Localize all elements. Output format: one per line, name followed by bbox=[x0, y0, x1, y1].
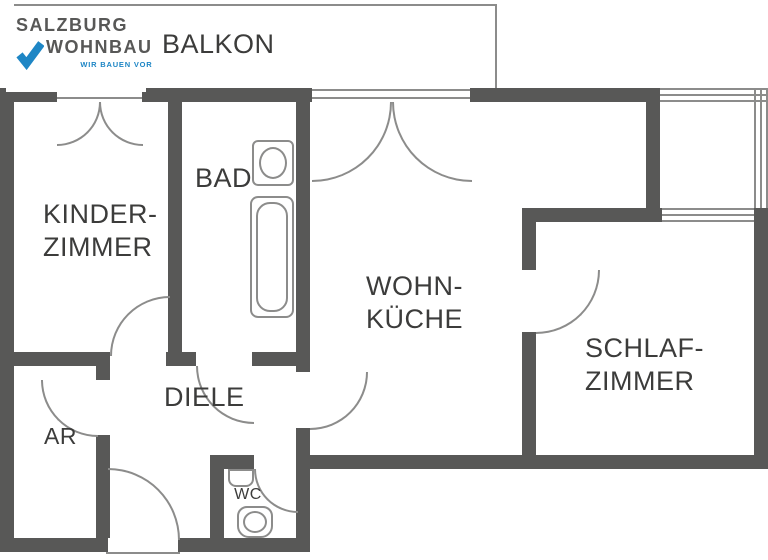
room-label-bad: BAD bbox=[195, 163, 253, 193]
wall-bottom-lower-left bbox=[0, 538, 108, 552]
window-schlafzimmer-line2 bbox=[662, 214, 754, 216]
logo-row: WOHNBAU WIR BAUEN VOR bbox=[16, 36, 152, 70]
room-label-schlafzimmer: SCHLAF- ZIMMER bbox=[585, 332, 704, 398]
room-label-kinderzimmer: KINDER- ZIMMER bbox=[43, 198, 158, 264]
wall-kueche-schlaf-lower bbox=[522, 332, 536, 455]
room-label-wc: WC bbox=[234, 486, 262, 503]
wall-bad-kueche bbox=[296, 102, 310, 372]
wall-bottom-main bbox=[296, 455, 768, 469]
window-loggia-top-line1 bbox=[660, 88, 768, 90]
room-label-schlafzimmer-line1: SCHLAF- bbox=[585, 333, 705, 363]
wall-loggia-divider bbox=[646, 88, 660, 222]
logo-col: WOHNBAU WIR BAUEN VOR bbox=[46, 36, 153, 69]
room-label-kinderzimmer-line1: KINDER- bbox=[43, 199, 158, 229]
wall-ar-right-upper bbox=[96, 366, 110, 380]
window-loggia-right-line2 bbox=[760, 90, 762, 208]
door-arc-wohnkueche bbox=[310, 372, 368, 430]
wall-kinder-bad bbox=[168, 102, 182, 352]
wc-sink bbox=[228, 469, 254, 487]
wall-top-right bbox=[470, 88, 660, 102]
window-loggia-right-line3 bbox=[766, 90, 768, 208]
room-label-abstellraum: AR bbox=[44, 423, 77, 449]
toilet-bowl bbox=[243, 511, 267, 533]
wall-hall-top-a bbox=[0, 352, 110, 366]
window-wohnkueche-line2 bbox=[312, 97, 470, 99]
window-loggia-top-line3 bbox=[660, 100, 768, 102]
wall-diele-kueche-lower bbox=[296, 428, 310, 552]
room-label-schlafzimmer-line2: ZIMMER bbox=[585, 366, 695, 396]
room-label-wohnkueche-line2: KÜCHE bbox=[366, 304, 464, 334]
room-label-diele: DIELE bbox=[164, 382, 245, 412]
window-loggia-top-line2 bbox=[660, 94, 768, 96]
logo-tagline: WIR BAUEN VOR bbox=[80, 60, 153, 69]
window-schlafzimmer-line1 bbox=[662, 208, 754, 210]
logo-text-line2: WOHNBAU bbox=[46, 37, 153, 57]
room-label-kinderzimmer-line2: ZIMMER bbox=[43, 232, 153, 262]
wall-hall-top-b bbox=[166, 352, 196, 366]
door-arc-entrance bbox=[108, 468, 180, 540]
window-wohnkueche-line1 bbox=[312, 89, 470, 91]
window-loggia-right-line1 bbox=[754, 90, 756, 208]
room-label-wohnkueche: WOHN- KÜCHE bbox=[366, 270, 463, 336]
balcony-door-arc-right bbox=[392, 102, 472, 182]
bathroom-sink-basin bbox=[259, 147, 287, 179]
window-kinderzimmer-line2 bbox=[57, 97, 142, 99]
wall-right-outer bbox=[754, 208, 768, 469]
salzburg-wohnbau-logo: SALZBURG WOHNBAU WIR BAUEN VOR bbox=[6, 6, 152, 92]
window-arc-kinderzimmer-right bbox=[99, 102, 143, 146]
balcony-outline-top bbox=[14, 4, 497, 6]
wall-bottom-lower-right bbox=[178, 538, 310, 552]
bathtub-basin bbox=[256, 202, 288, 312]
wall-wc-top bbox=[210, 455, 254, 469]
window-arc-kinderzimmer-left bbox=[57, 102, 101, 146]
door-arc-kinderzimmer bbox=[110, 296, 170, 356]
wall-left-outer bbox=[0, 88, 14, 552]
wall-top-middle bbox=[142, 88, 312, 102]
logo-text-line1: SALZBURG bbox=[16, 15, 128, 35]
door-arc-schlafzimmer bbox=[536, 270, 600, 334]
room-label-balkon: BALKON bbox=[162, 29, 275, 59]
balcony-outline-right bbox=[495, 4, 497, 88]
wall-ar-right-lower bbox=[96, 435, 110, 538]
check-mark-icon bbox=[16, 41, 44, 70]
wall-wc-left bbox=[210, 455, 224, 538]
wall-kueche-schlaf-upper bbox=[522, 222, 536, 270]
room-label-wohnkueche-line1: WOHN- bbox=[366, 271, 463, 301]
window-schlafzimmer-line3 bbox=[662, 220, 754, 222]
balcony-door-arc-left bbox=[312, 102, 392, 182]
entrance-step-line bbox=[106, 552, 180, 554]
wall-schlafzimmer-top bbox=[522, 208, 662, 222]
wall-hall-top-c bbox=[252, 352, 310, 366]
